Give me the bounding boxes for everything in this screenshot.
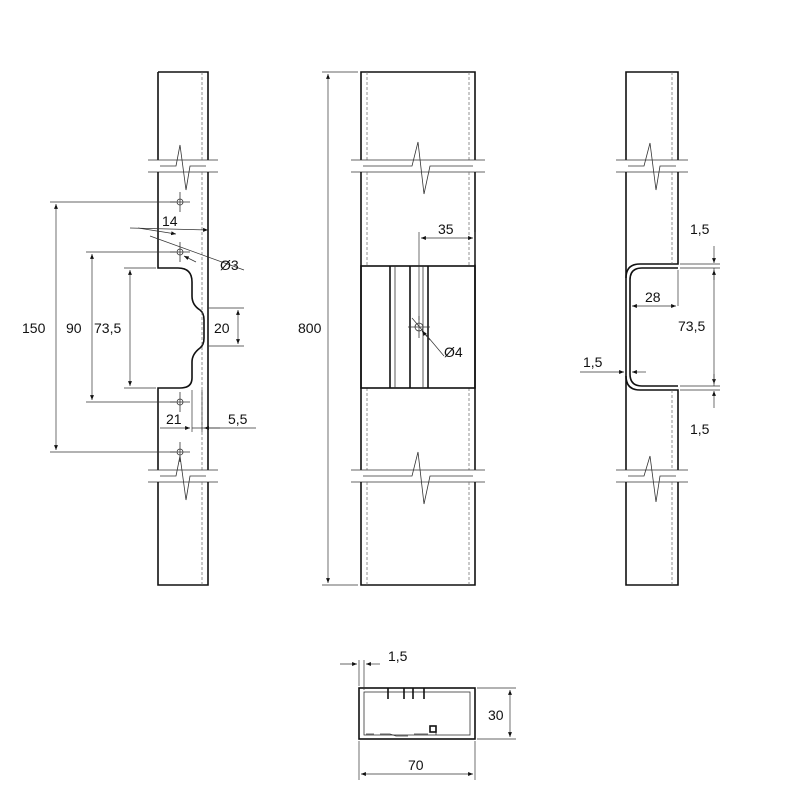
dim-21: 21 <box>166 411 182 427</box>
dim-30: 30 <box>488 707 504 723</box>
dim-1-5-section: 1,5 <box>388 648 408 664</box>
dim-1-5-top: 1,5 <box>690 221 710 237</box>
dim-73-5-right: 73,5 <box>678 318 705 334</box>
dim-70: 70 <box>408 757 424 773</box>
dim-20: 20 <box>214 320 230 336</box>
dim-dia-4: Ø4 <box>444 344 463 360</box>
dim-dia-3: Ø3 <box>220 257 239 273</box>
front-view: 800 35 Ø4 <box>298 71 485 586</box>
cross-section-view: 1,5 30 70 <box>340 648 516 780</box>
dim-73-5-left: 73,5 <box>94 320 121 336</box>
dim-14: 14 <box>162 213 178 229</box>
dim-150: 150 <box>22 320 46 336</box>
dim-800: 800 <box>298 320 322 336</box>
dim-1-5-bottom: 1,5 <box>690 421 710 437</box>
dim-1-5-left: 1,5 <box>583 354 603 370</box>
dim-35: 35 <box>438 221 454 237</box>
right-side-view: 1,5 73,5 1,5 28 1,5 <box>580 71 720 586</box>
left-side-view: 150 90 73,5 20 14 Ø3 21 5,5 <box>22 71 256 586</box>
dim-90: 90 <box>66 320 82 336</box>
dim-28: 28 <box>645 289 661 305</box>
dim-5-5: 5,5 <box>228 411 248 427</box>
